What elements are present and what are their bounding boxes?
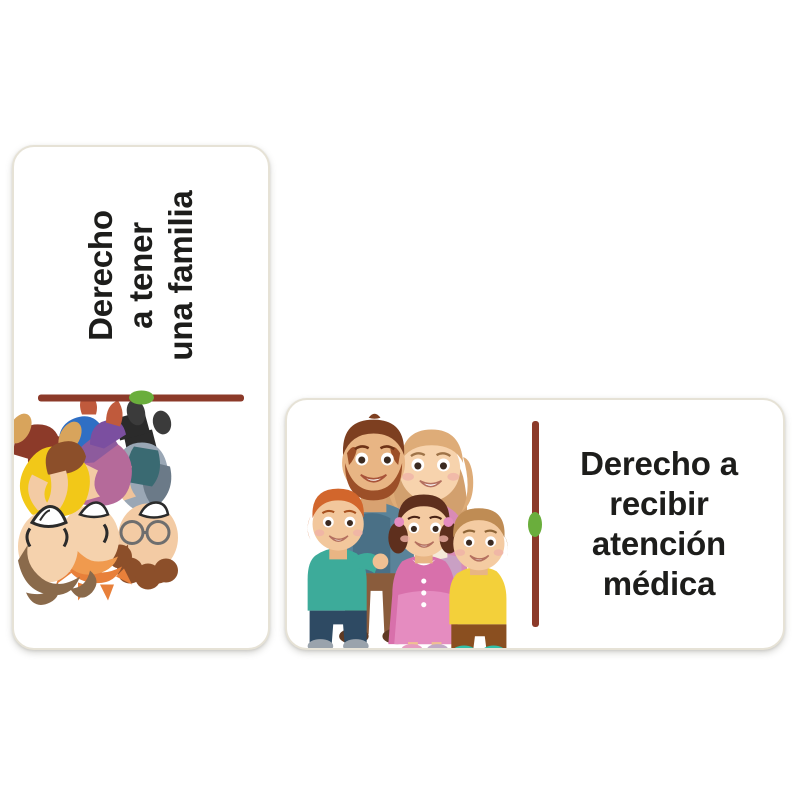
card-health-label-line-4: médica [602,565,716,603]
card-family-text-half: Derecho a tener una familia [14,150,268,400]
domino-card-health[interactable]: Derecho a recibir atención médica [285,398,785,650]
card-family-illustration-half [14,400,268,648]
card-family-label-line-3: una familia [162,189,200,361]
card-health-text-half: Derecho a recibir atención médica [535,400,783,648]
card-family-frame: Derecho a tener una familia [14,147,268,648]
card-health-label-line-1: Derecho a [580,444,738,482]
card-health-label-line-2: recibir [609,484,709,522]
card-health-divider [528,421,542,627]
card-health-label-line-3: atención [591,525,727,562]
card-family-label-line-2: a tener [121,221,159,329]
family-playing-illustration [14,400,178,605]
card-health-illustration-half [287,400,535,648]
card-family-divider [38,390,244,405]
card-health-frame: Derecho a recibir atención médica [287,400,783,648]
domino-card-family[interactable]: Derecho a tener una familia [12,145,270,650]
card-family-label-line-1: Derecho [81,209,119,341]
divider-dot [128,390,154,405]
card-health-label: Derecho a recibir atención médica [580,444,738,605]
family-portrait-illustration [307,413,509,648]
divider-dot [528,511,542,537]
card-family-label: Derecho a tener una familia [81,190,202,360]
